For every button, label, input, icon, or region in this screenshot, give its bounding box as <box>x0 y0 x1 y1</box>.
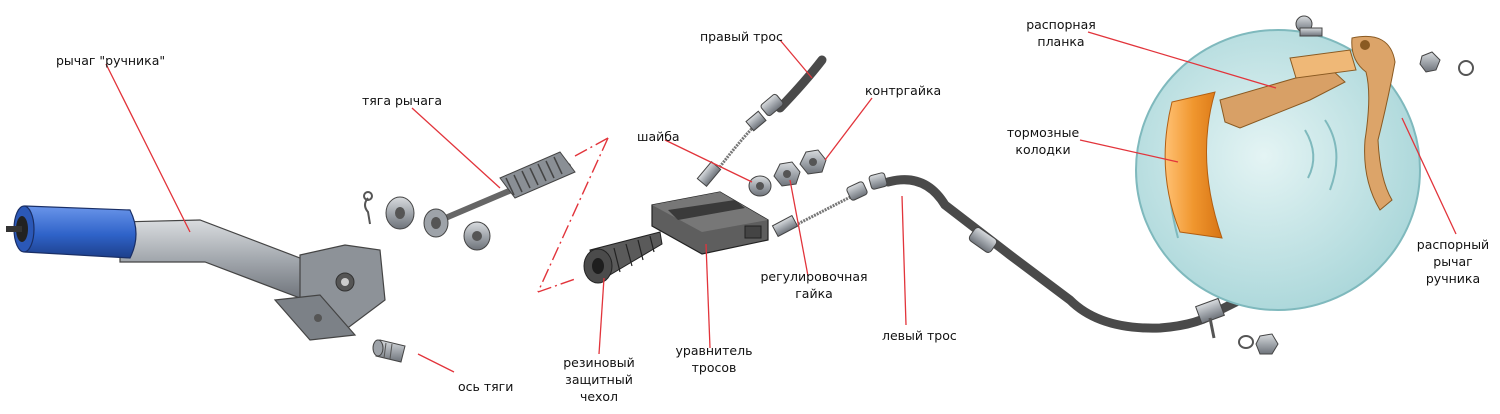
label-brake-shoes-line2: колодки <box>1015 142 1071 157</box>
label-locknut: контргайка <box>865 83 942 98</box>
assembly-guide-lines <box>537 137 609 293</box>
label-adjusting-nut-line2: гайка <box>795 286 833 301</box>
label-brake-shoes: тормозные колодки <box>998 124 1088 158</box>
cable-equalizer <box>651 191 769 255</box>
label-spacer-lever-line2: рычаг <box>1433 254 1473 269</box>
cotter-pin <box>363 191 373 225</box>
rubber-boot <box>583 231 663 284</box>
washer <box>748 175 772 197</box>
label-spacer-bar: распорная планка <box>1018 16 1104 50</box>
right-cable <box>696 55 827 187</box>
spacer-lever <box>1351 36 1474 211</box>
locknut <box>799 149 827 175</box>
label-spacer-lever-line3: ручника <box>1425 271 1481 286</box>
label-equalizer-line2: тросов <box>691 360 737 375</box>
leader-lines <box>105 31 1457 373</box>
label-lever-rod: тяга рычага <box>362 93 443 108</box>
label-rubber-boot-line1: резиновый <box>563 355 635 370</box>
label-equalizer: уравнитель тросов <box>664 342 764 376</box>
rod-axis-pin <box>372 339 406 363</box>
label-equalizer-line1: уравнитель <box>675 343 753 358</box>
label-spacer-bar-line2: планка <box>1037 34 1085 49</box>
label-brake-shoes-line1: тормозные <box>1006 125 1080 140</box>
label-washer: шайба <box>637 129 680 144</box>
handbrake-lever <box>119 219 386 341</box>
label-left-cable: левый трос <box>882 328 957 343</box>
spacer-bar <box>1219 15 1357 129</box>
label-rod-axis: ось тяги <box>458 379 514 394</box>
brake-shoe <box>1164 91 1223 239</box>
lever-rod <box>423 151 576 238</box>
label-spacer-lever-line1: распорный <box>1416 237 1490 252</box>
label-right-cable: правый трос <box>700 29 783 44</box>
lever-grip <box>6 205 137 259</box>
label-rubber-boot-line2: защитный <box>565 372 633 387</box>
label-adjusting-nut: регулировочная гайка <box>754 268 874 302</box>
label-spacer-lever: распорный рычаг ручника <box>1410 236 1496 287</box>
label-rubber-boot: резиновый защитный чехол <box>554 354 644 405</box>
adjusting-nut <box>773 161 801 187</box>
label-spacer-bar-line1: распорная <box>1026 17 1096 32</box>
label-lever: рычаг "ручника" <box>56 53 166 68</box>
label-adjusting-nut-line1: регулировочная <box>760 269 868 284</box>
label-rubber-boot-line3: чехол <box>579 389 619 404</box>
rod-bushings <box>385 196 491 251</box>
